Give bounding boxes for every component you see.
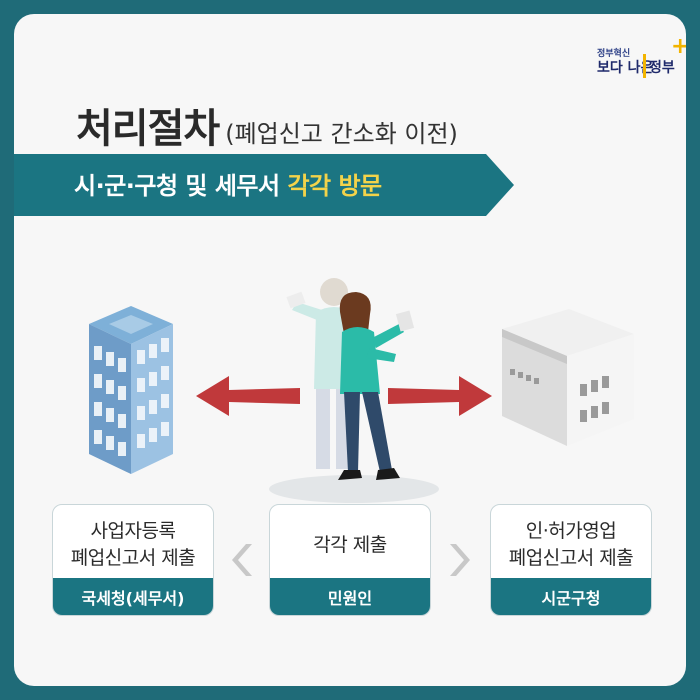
chevron-left-icon bbox=[232, 544, 252, 576]
box-line: 폐업신고서 제출 bbox=[508, 547, 634, 569]
box-line: 사업자등록 bbox=[90, 520, 176, 542]
banner-background bbox=[14, 154, 514, 216]
banner-text: 시·군·구청 및 세무서 각각 방문 bbox=[74, 166, 382, 201]
box-applicant: 각각 제출 민원인 bbox=[269, 504, 431, 616]
page-title: 처리절차(폐업신고 간소화 이전) bbox=[76, 96, 458, 154]
person-with-papers-illustration bbox=[338, 292, 415, 480]
government-logo: 정부혁신 보다 나은 정부 + bbox=[589, 36, 686, 86]
box-line: 각각 제출 bbox=[313, 533, 387, 556]
banner-highlight: 각각 방문 bbox=[287, 172, 382, 200]
title-sub: (폐업신고 간소화 이전) bbox=[225, 120, 458, 148]
box-applicant-footer: 민원인 bbox=[270, 578, 430, 615]
box-line: 폐업신고서 제출 bbox=[70, 547, 196, 569]
logo-main-text: 보다 나은 bbox=[597, 60, 654, 76]
logo-bracket: 정부 bbox=[643, 54, 686, 78]
title-main: 처리절차 bbox=[76, 106, 220, 152]
plus-icon: + bbox=[671, 34, 686, 59]
box-applicant-text: 각각 제출 bbox=[270, 511, 430, 579]
info-card: 정부혁신 보다 나은 정부 + 처리절차(폐업신고 간소화 이전) 시·군·구청… bbox=[14, 14, 686, 686]
floor-shadow bbox=[269, 475, 439, 503]
chevron-right-icon bbox=[450, 544, 470, 576]
logo-bracket-text: 정부 bbox=[649, 60, 675, 76]
box-line: 인·허가영업 bbox=[525, 520, 617, 542]
logo-small-text: 정부혁신 bbox=[597, 49, 631, 59]
box-tax-office-footer: 국세청(세무서) bbox=[53, 578, 213, 615]
box-city-hall-footer: 시군구청 bbox=[491, 578, 651, 615]
government-building-illustration bbox=[502, 309, 634, 446]
arrow-left-icon bbox=[196, 376, 300, 416]
office-building-illustration bbox=[89, 306, 173, 474]
process-illustration bbox=[89, 278, 634, 503]
banner-main-text: 시·군·구청 및 세무서 bbox=[74, 172, 288, 200]
arrow-right-icon bbox=[388, 376, 492, 416]
